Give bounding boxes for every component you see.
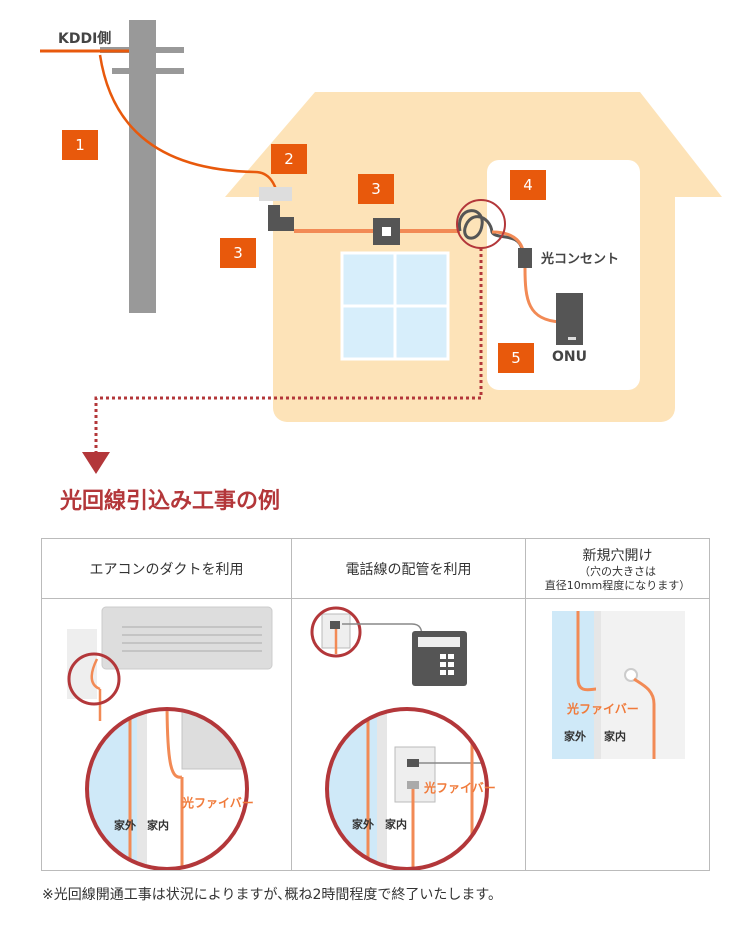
installation-methods-table: エアコンのダクトを利用 電話線の配管を利用 新規穴開け （穴の大きさは 直径10… bbox=[41, 538, 710, 871]
drill-illustration bbox=[552, 611, 685, 759]
step-badge-4: 4 bbox=[510, 170, 546, 200]
optical-outlet bbox=[518, 248, 532, 268]
onu-label: ONU bbox=[552, 349, 587, 365]
method-illustration-drill: 光ファイバー 家外 家内 bbox=[526, 599, 709, 870]
outside-label: 家外 bbox=[352, 818, 374, 831]
wall-hole bbox=[624, 668, 638, 682]
dotted-pointer bbox=[94, 248, 483, 452]
kddi-side-label: KDDI側 bbox=[58, 31, 112, 47]
onu-device bbox=[556, 293, 583, 345]
footnote: ※光回線開通工事は状況によりますが､概ね2時間程度で終了いたします。 bbox=[42, 887, 502, 903]
inside-label: 家内 bbox=[147, 819, 169, 832]
method-illustration-aircon: 光ファイバー 家外 家内 bbox=[42, 599, 292, 870]
inner-room bbox=[487, 160, 640, 390]
pole-crossbar bbox=[112, 68, 184, 74]
hole-size-note-2: 直径10mm程度になります） bbox=[544, 578, 691, 592]
method-header-aircon: エアコンのダクトを利用 bbox=[42, 539, 292, 599]
method-header-drill-text: 新規穴開け bbox=[582, 547, 653, 564]
step-badge-5: 5 bbox=[498, 343, 534, 373]
fiber-loop bbox=[458, 209, 524, 251]
phone-illustration bbox=[310, 606, 489, 870]
fiber-label: 光ファイバー bbox=[567, 702, 639, 716]
pole-crossbar bbox=[100, 47, 184, 53]
air-conditioner bbox=[101, 606, 273, 670]
step-badge-3-wall: 3 bbox=[358, 174, 394, 204]
outside-label: 家外 bbox=[564, 730, 586, 743]
method-header-aircon-text: エアコンのダクトを利用 bbox=[89, 561, 244, 578]
onu-fiber-cable bbox=[523, 267, 561, 324]
cable-closure bbox=[259, 187, 292, 201]
wall-fixture bbox=[268, 205, 294, 231]
method-header-phone: 電話線の配管を利用 bbox=[292, 539, 526, 599]
section-title: 光回線引込み工事の例 bbox=[60, 489, 281, 514]
step-badge-1: 1 bbox=[62, 130, 98, 160]
hole-size-note-1: （穴の大きさは bbox=[579, 564, 656, 578]
step-badge-3-entry: 3 bbox=[220, 238, 256, 268]
method-header-drill: 新規穴開け （穴の大きさは 直径10mm程度になります） bbox=[526, 539, 709, 599]
zoom-circle bbox=[325, 707, 489, 870]
inside-label: 家内 bbox=[604, 730, 626, 743]
zoom-circle bbox=[85, 707, 249, 870]
method-illustration-phone: 光ファイバー 家外 家内 bbox=[292, 599, 526, 870]
arrow-down-icon bbox=[82, 452, 110, 474]
highlight-circle bbox=[310, 606, 362, 658]
installation-diagram bbox=[40, 20, 722, 474]
step-badge-2: 2 bbox=[271, 144, 307, 174]
optical-outlet-label: 光コンセント bbox=[541, 252, 620, 267]
highlight-circle bbox=[67, 652, 121, 706]
outside-label: 家外 bbox=[114, 819, 136, 832]
drop-fiber-cable bbox=[98, 54, 280, 196]
aircon-illustration bbox=[67, 606, 273, 870]
fiber-label: 光ファイバー bbox=[424, 781, 496, 795]
utility-pole bbox=[129, 20, 156, 313]
method-header-phone-text: 電話線の配管を利用 bbox=[345, 561, 472, 578]
inside-label: 家内 bbox=[385, 818, 407, 831]
fiber-label: 光ファイバー bbox=[182, 796, 254, 810]
